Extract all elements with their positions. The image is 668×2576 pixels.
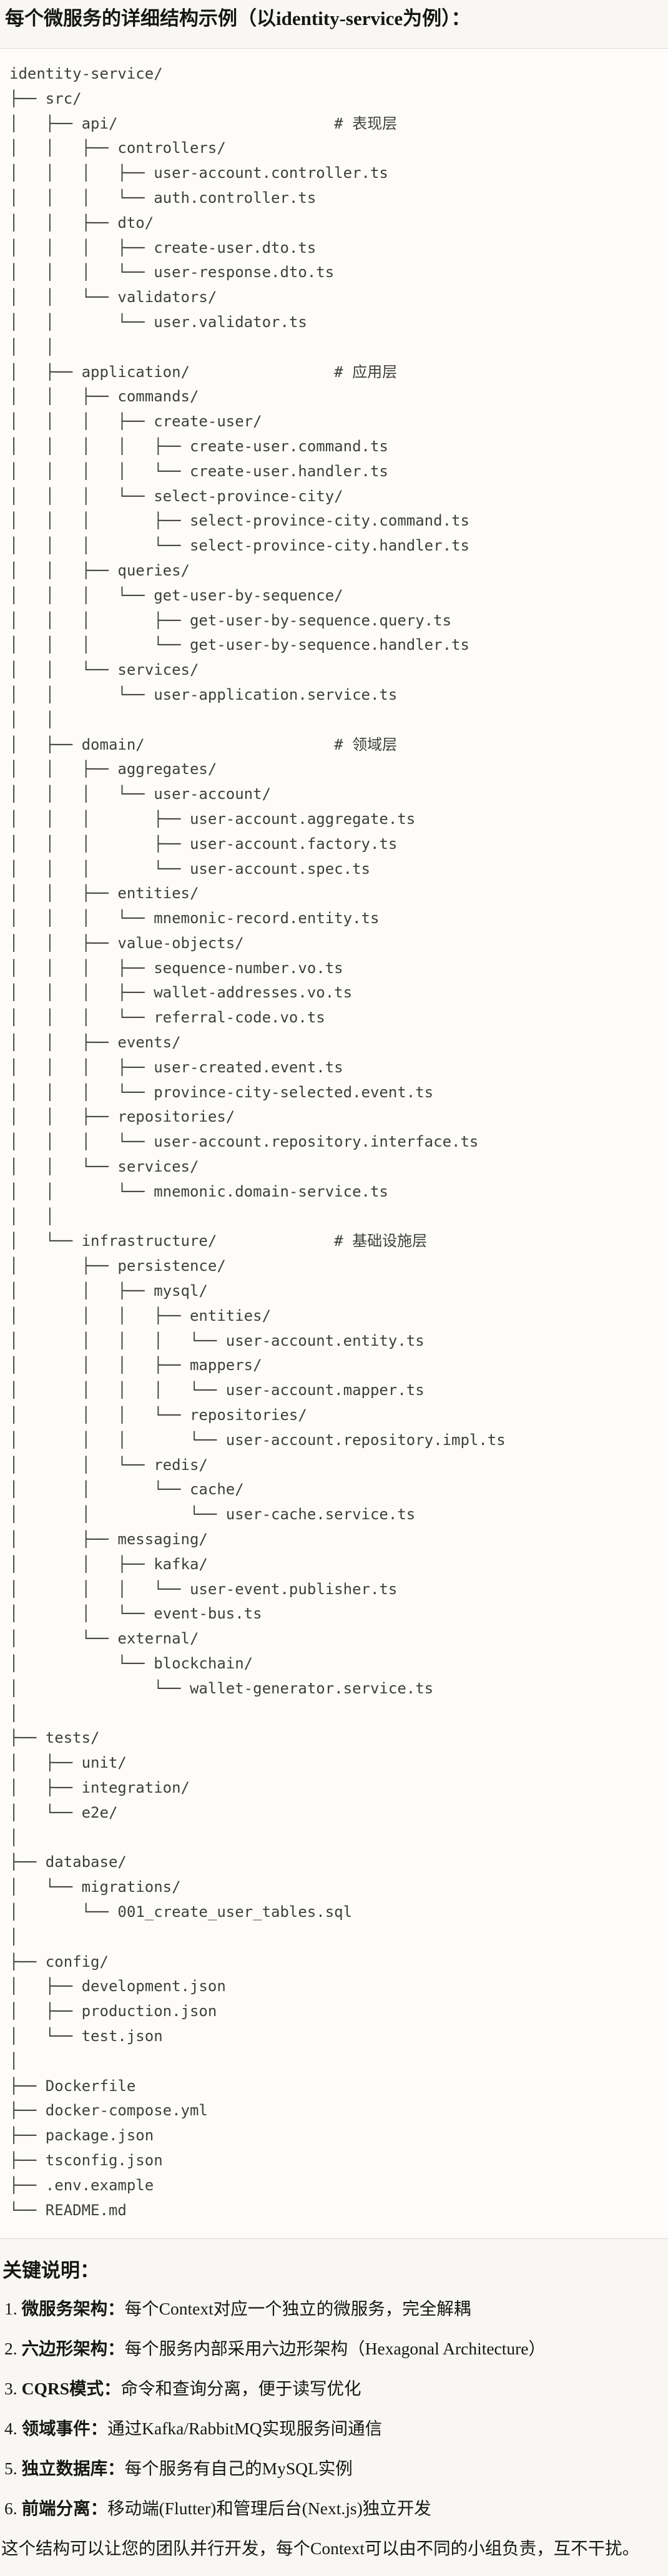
note-term: 前端分离： [21, 2499, 108, 2519]
note-text: 每个Context对应一个独立的微服务，完全解耦 [124, 2299, 471, 2319]
note-term: 微服务架构： [21, 2299, 125, 2319]
note-item: 3.CQRS模式：命令和查询分离，便于读写优化 [4, 2376, 668, 2401]
note-number: 1. [4, 2299, 17, 2319]
note-item: 5.独立数据库：每个服务有自己的MySQL实例 [4, 2456, 668, 2481]
note-text: 命令和查询分离，便于读写优化 [120, 2379, 361, 2399]
note-number: 4. [4, 2419, 17, 2439]
note-number: 6. [4, 2499, 17, 2519]
note-item: 1.微服务架构：每个Context对应一个独立的微服务，完全解耦 [4, 2296, 668, 2321]
note-number: 2. [4, 2339, 17, 2359]
note-text: 每个服务有自己的MySQL实例 [124, 2459, 353, 2479]
note-number: 3. [4, 2379, 17, 2399]
note-number: 5. [4, 2459, 17, 2479]
note-term: 独立数据库： [21, 2459, 125, 2479]
note-term: 领域事件： [21, 2419, 108, 2439]
note-item: 2.六边形架构：每个服务内部采用六边形架构（Hexagonal Architec… [4, 2336, 668, 2361]
notes-heading: 关键说明： [2, 2260, 99, 2282]
page-title: 每个微服务的详细结构示例（以identity-service为例）： [5, 7, 471, 29]
directory-tree: identity-service/ ├── src/ │ ├── api/ # … [9, 65, 506, 2219]
notes-list: 1.微服务架构：每个Context对应一个独立的微服务，完全解耦 2.六边形架构… [0, 2296, 668, 2521]
note-text: 通过Kafka/RabbitMQ实现服务间通信 [107, 2419, 383, 2439]
document-page: { "doc": { "title": "每个微服务的详细结构示例（以ident… [0, 6, 668, 2576]
note-item: 4.领域事件：通过Kafka/RabbitMQ实现服务间通信 [4, 2416, 668, 2441]
note-text: 移动端(Flutter)和管理后台(Next.js)独立开发 [107, 2499, 431, 2519]
note-item: 6.前端分离：移动端(Flutter)和管理后台(Next.js)独立开发 [4, 2496, 668, 2521]
note-term: 六边形架构： [21, 2339, 125, 2359]
closing-paragraph: 这个结构可以让您的团队并行开发，每个Context可以由不同的小组负责，互不干扰… [1, 2539, 640, 2559]
note-term: CQRS模式： [21, 2379, 121, 2399]
code-block: identity-service/ ├── src/ │ ├── api/ # … [0, 48, 668, 2240]
note-text: 每个服务内部采用六边形架构（Hexagonal Architecture） [124, 2339, 546, 2359]
